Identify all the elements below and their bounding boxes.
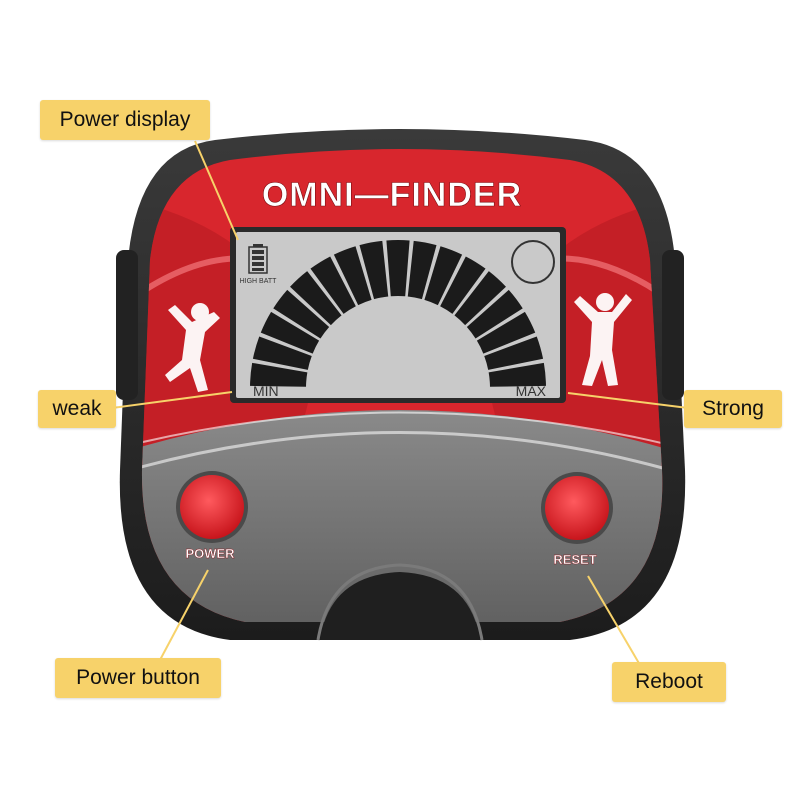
signal-gauge	[250, 240, 546, 387]
right-grip	[662, 250, 684, 400]
gauge-segment	[250, 362, 308, 387]
gauge-segment	[333, 246, 372, 306]
gauge-segment	[440, 256, 486, 314]
callout-power-display: Power display	[40, 100, 210, 140]
callout-power-button: Power button	[55, 658, 221, 698]
mode-indicator-ring	[511, 240, 555, 284]
power-button[interactable]	[176, 471, 248, 543]
left-grip	[116, 250, 138, 400]
gauge-segment	[407, 240, 437, 300]
scale-max-label: MAX	[516, 383, 547, 399]
reset-button-label: RESET	[553, 552, 596, 567]
scale-min-label: MIN	[253, 383, 279, 399]
reset-button[interactable]	[541, 472, 613, 544]
gauge-segment	[488, 362, 546, 387]
gauge-segment	[359, 240, 389, 300]
gauge-segment	[260, 311, 320, 354]
lower-panel	[141, 410, 663, 622]
callout-strong: Strong	[684, 390, 782, 428]
gauge-segment	[454, 271, 506, 326]
gauge-segment	[476, 311, 536, 354]
jumping-person-left-icon	[165, 303, 220, 392]
gauge-segment	[290, 271, 342, 326]
power-button-label: POWER	[185, 546, 235, 561]
lcd-screen: HIGH BATT MIN MAX	[230, 227, 566, 403]
handle-notch	[320, 572, 480, 640]
gauge-segment	[310, 256, 356, 314]
gauge-segment	[273, 289, 330, 339]
battery-label: HIGH BATT	[240, 278, 278, 285]
gauge-segment	[484, 336, 544, 370]
gauge-segment	[252, 336, 312, 370]
jumping-person-right-icon	[574, 293, 632, 386]
callout-weak: weak	[38, 390, 116, 428]
callout-reboot: Reboot	[612, 662, 726, 702]
brand-logo: OMNI—FINDER	[262, 176, 522, 214]
battery-icon	[248, 244, 268, 274]
gauge-segment	[424, 246, 463, 306]
leader-lines	[111, 140, 689, 666]
gauge-segment	[386, 240, 410, 297]
gauge-segment	[466, 289, 523, 339]
